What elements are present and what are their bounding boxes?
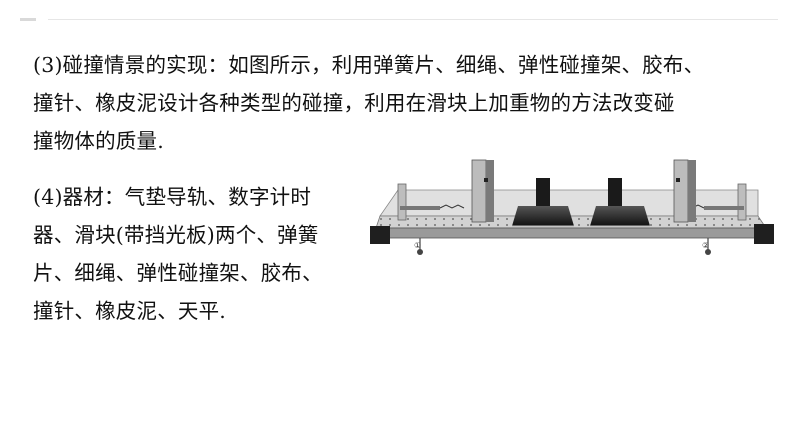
slider-1-flag bbox=[536, 178, 550, 206]
left-photogate-side bbox=[486, 160, 494, 222]
section-4-line: 器、滑块(带挡光板)两个、弹簧 bbox=[33, 223, 319, 247]
header-accent bbox=[20, 18, 36, 21]
left-spring-mount bbox=[400, 206, 440, 210]
left-photogate-sensor bbox=[484, 178, 488, 182]
figure-label-left: ① bbox=[414, 241, 421, 250]
section-4-paragraph: (4)器材：气垫导轨、数字计时 器、滑块(带挡光板)两个、弹簧 片、细绳、弹性碰… bbox=[33, 178, 368, 330]
left-end-bracket bbox=[397, 183, 407, 221]
slider-2-flag bbox=[608, 178, 622, 206]
rail-end-right bbox=[754, 224, 774, 244]
section-3-line: (3)碰撞情景的实现：如图所示，利用弹簧片、细绳、弹性碰撞架、胶布、 bbox=[33, 53, 705, 77]
section-3-paragraph: (3)碰撞情景的实现：如图所示，利用弹簧片、细绳、弹性碰撞架、胶布、 撞针、橡皮… bbox=[33, 46, 778, 160]
section-3-line: 撞针、橡皮泥设计各种类型的碰撞，利用在滑块上加重物的方法改变碰 bbox=[33, 91, 675, 115]
rail-front-face bbox=[375, 227, 767, 239]
figure-label-right: ② bbox=[702, 241, 709, 250]
header-rule bbox=[48, 19, 778, 20]
section-3-line: 撞物体的质量. bbox=[33, 129, 164, 153]
left-spring bbox=[439, 204, 465, 209]
section-4-line: (4)器材：气垫导轨、数字计时 bbox=[33, 185, 312, 209]
left-photogate-frame bbox=[471, 159, 487, 223]
slider-1-body bbox=[512, 206, 574, 226]
right-photogate-side bbox=[688, 160, 696, 222]
rail-end-left bbox=[370, 226, 390, 244]
left-foot bbox=[417, 249, 423, 255]
right-photogate-frame bbox=[673, 159, 689, 223]
right-spring-mount bbox=[704, 206, 744, 210]
right-foot bbox=[705, 249, 711, 255]
air-track-illustration: ① ② bbox=[368, 150, 778, 270]
right-photogate-sensor bbox=[676, 178, 680, 182]
section-4-line: 撞针、橡皮泥、天平. bbox=[33, 299, 227, 323]
air-track-drawing: ① ② bbox=[370, 159, 774, 255]
section-4-line: 片、细绳、弹性碰撞架、胶布、 bbox=[33, 261, 323, 285]
right-end-bracket bbox=[737, 183, 747, 221]
slider-2-body bbox=[590, 206, 650, 226]
